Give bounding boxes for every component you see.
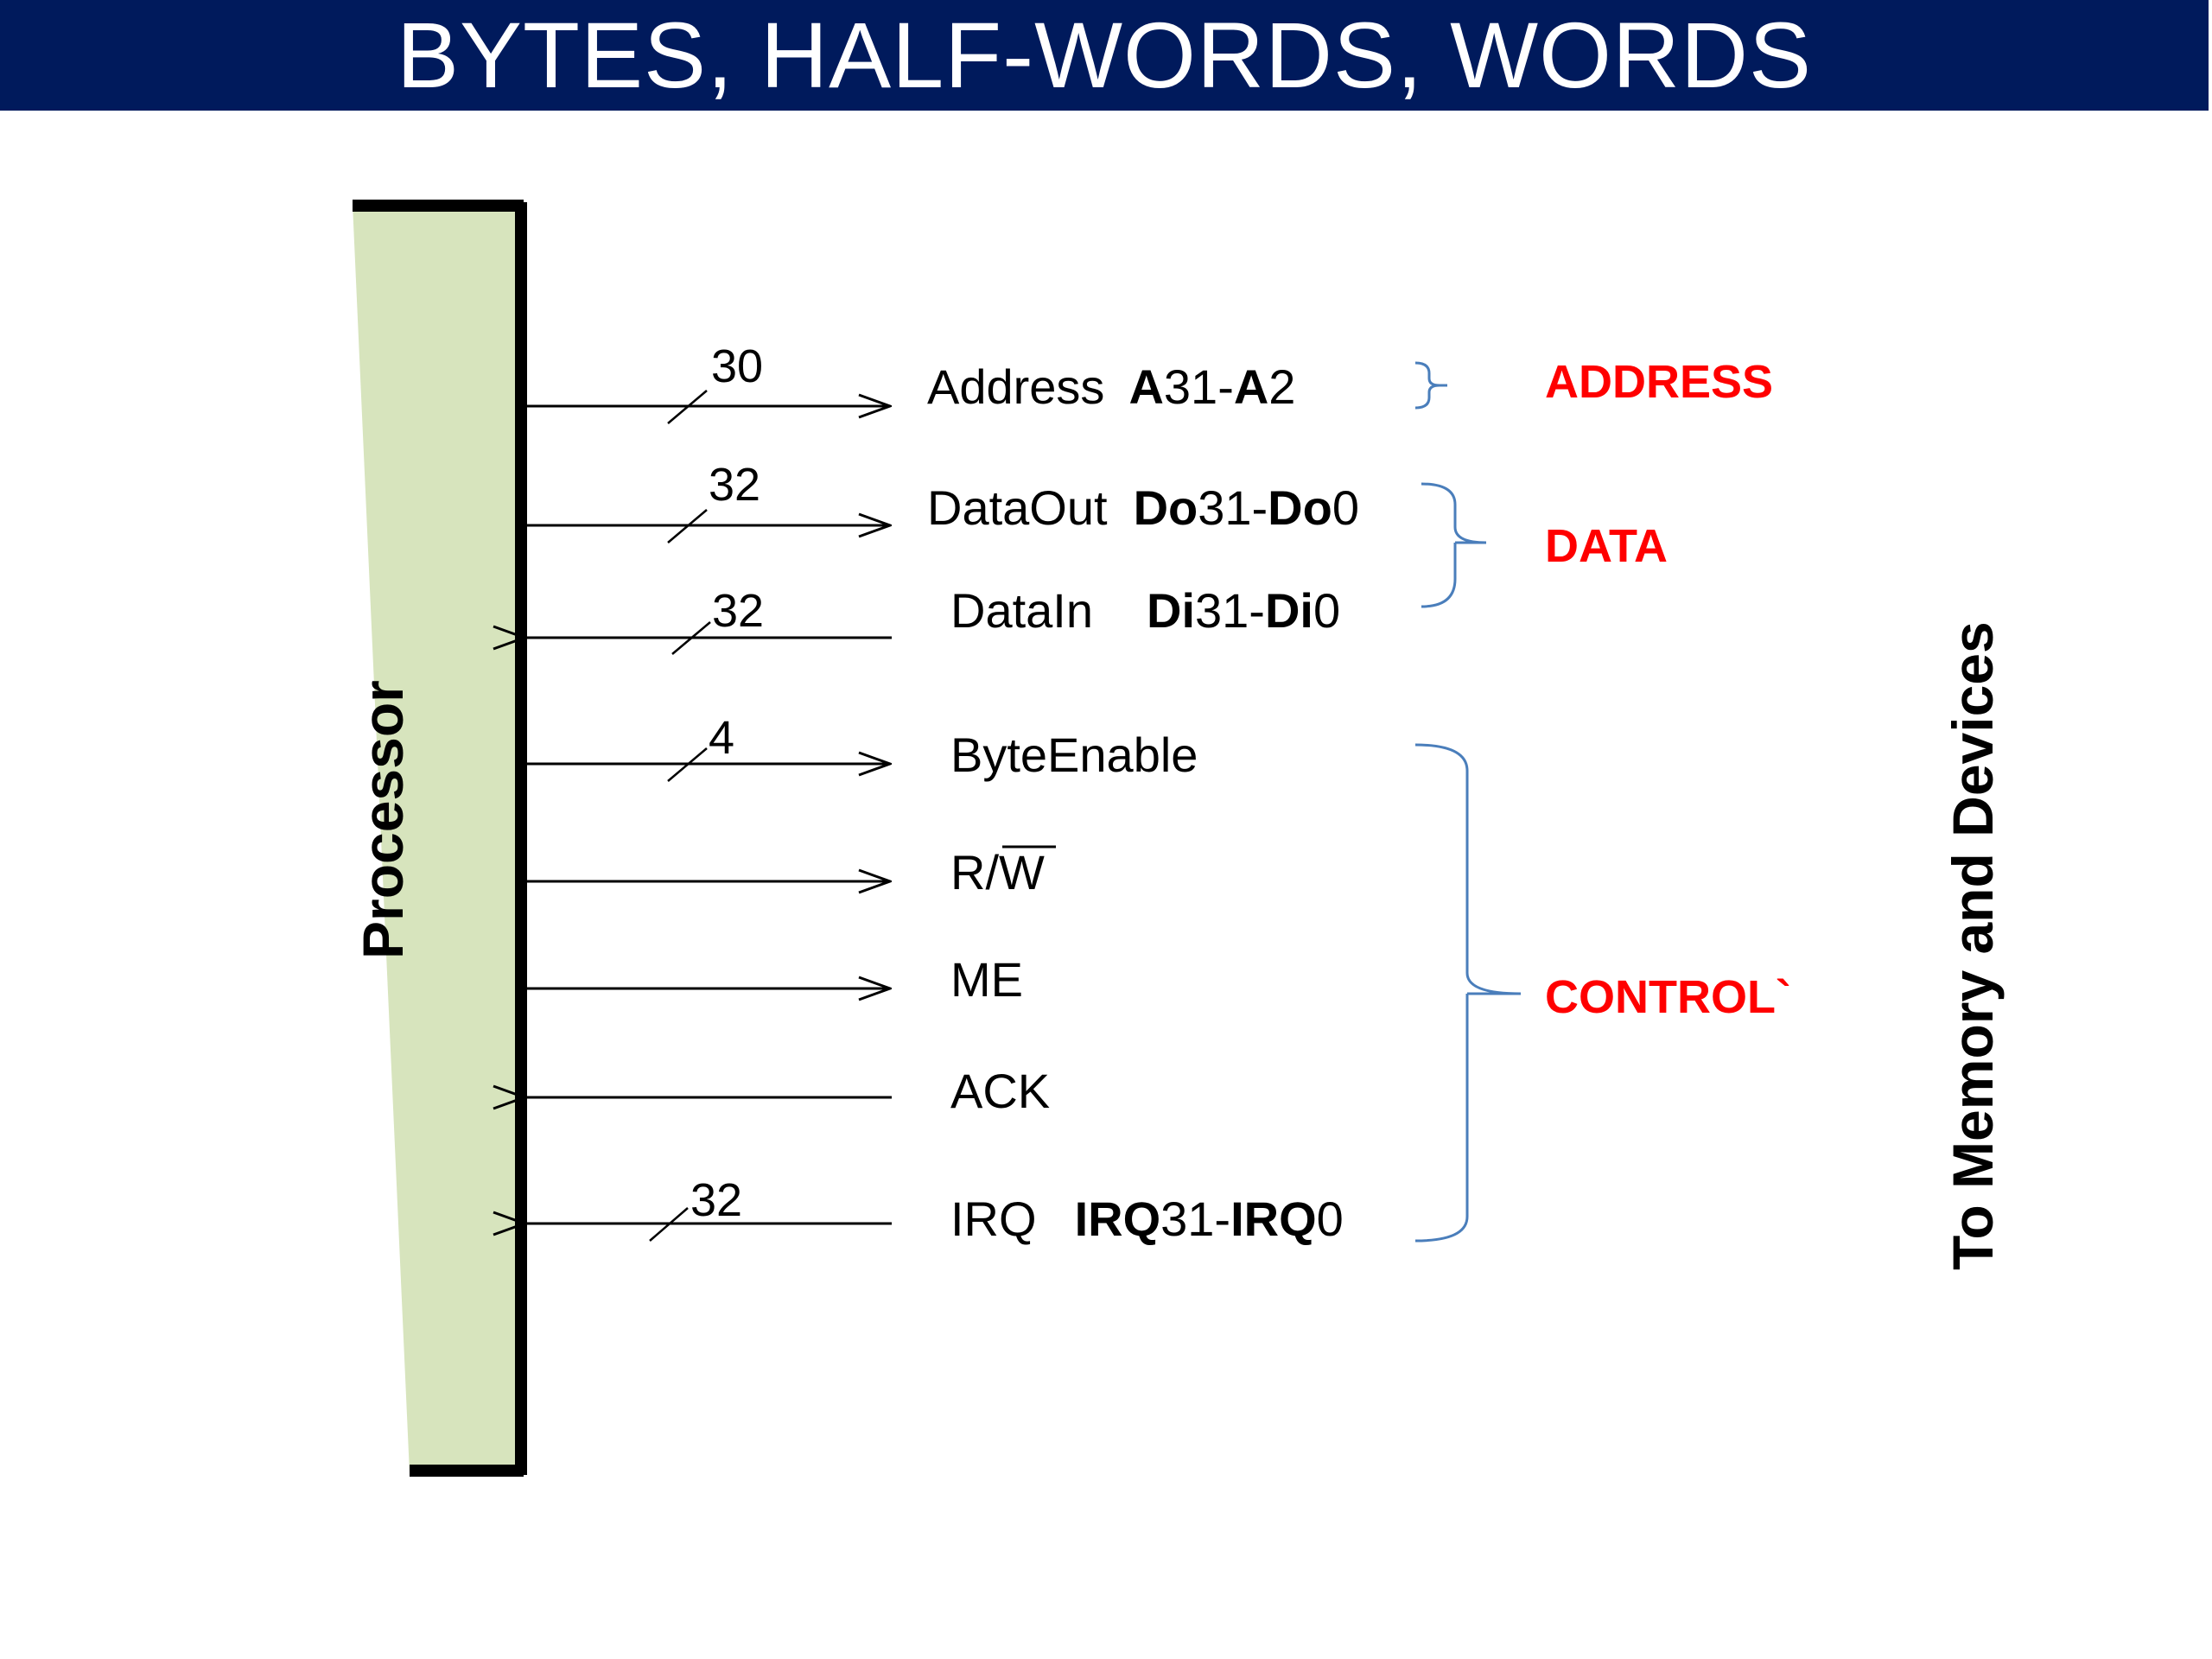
dataout-width: 32 — [709, 459, 760, 511]
byteenable-bus-slash — [667, 747, 708, 782]
processor-label: Processor — [351, 680, 415, 959]
slide-title: BYTES, HALF-WORDS, WORDS — [0, 0, 2209, 111]
group-label-control: CONTROL` — [1545, 971, 1791, 1023]
byteenable-label: ByteEnable — [950, 728, 1198, 782]
address-bus-slash — [667, 390, 708, 424]
signal-byteenable: 4 ByteEnable — [525, 712, 1198, 782]
datain-bus-slash — [671, 621, 711, 655]
address-width: 30 — [711, 340, 763, 392]
group-label-address: ADDRESS — [1545, 356, 1773, 408]
signal-rw: R/W — [525, 845, 1056, 899]
datain-width: 32 — [712, 585, 764, 637]
processor-body — [353, 204, 518, 1473]
processor-block: Processor — [351, 200, 527, 1477]
me-label: ME — [950, 952, 1023, 1007]
side-label: To Memory and Devices — [1941, 621, 2005, 1270]
control-brace — [1414, 743, 1522, 1243]
dataout-bus-slash — [667, 509, 708, 543]
rw-label: R/W — [950, 845, 1045, 899]
signal-ack: ACK — [524, 1064, 1050, 1118]
irq-width: 32 — [690, 1174, 742, 1226]
address-brace — [1414, 361, 1447, 410]
byteenable-width: 4 — [709, 712, 734, 764]
irq-bus-slash — [649, 1207, 689, 1242]
data-brace — [1421, 482, 1487, 608]
rw-overlined-w: W — [999, 845, 1045, 899]
group-label-data: DATA — [1545, 520, 1668, 572]
signal-me: ME — [525, 952, 1023, 1007]
ack-label: ACK — [950, 1064, 1050, 1118]
